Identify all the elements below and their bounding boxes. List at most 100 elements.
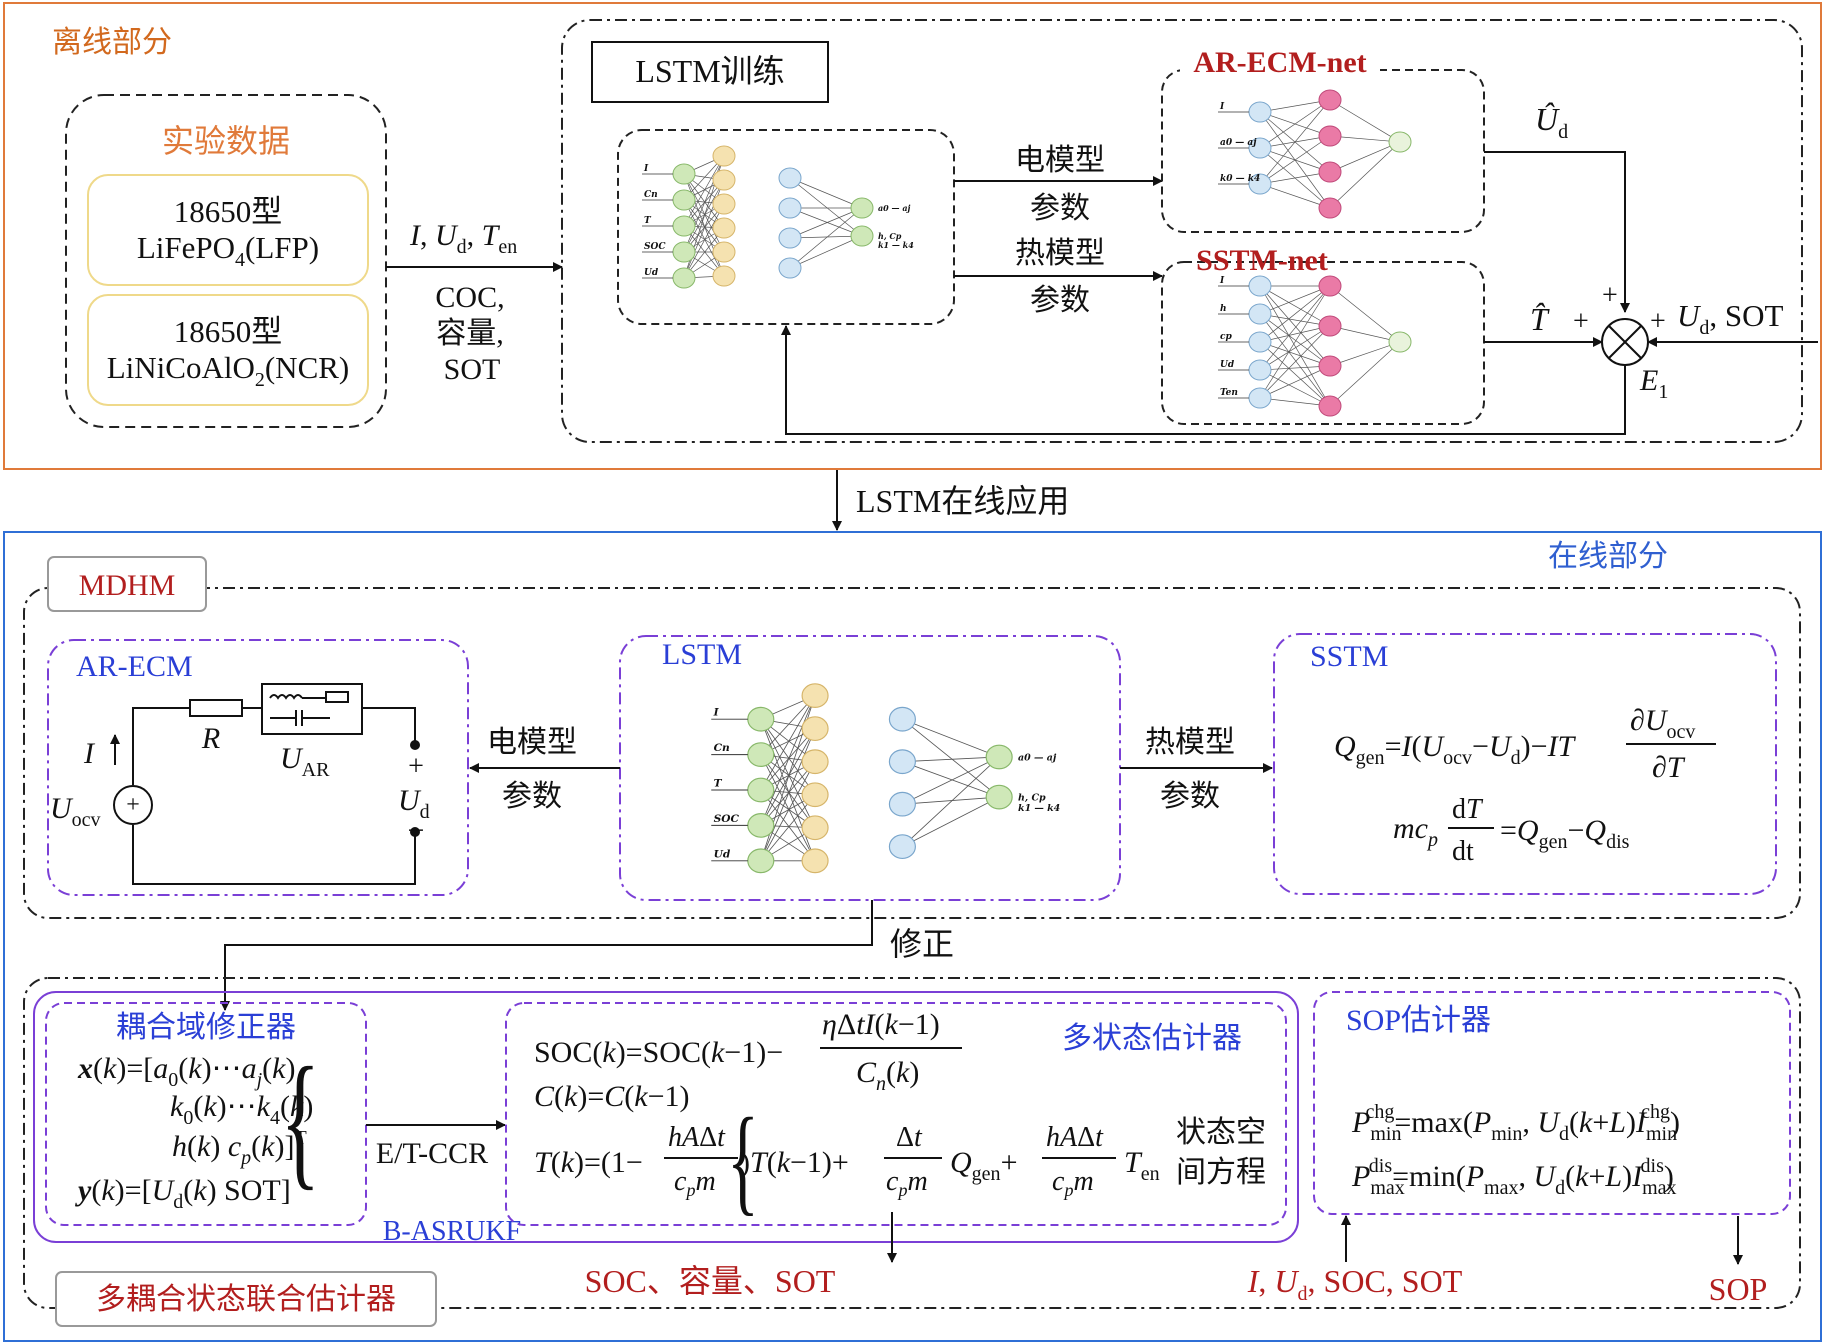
nn-node: [1318, 315, 1342, 337]
ud-hat-arrow: [1484, 151, 1630, 313]
resistor-label: R: [201, 722, 220, 755]
nn-edge: [1329, 341, 1401, 367]
circuit-wire-left: [132, 707, 190, 785]
sstm-heat-equation: Qgen=I(Uocv−Ud)−IT ∂Uocv ∂T: [1334, 704, 1716, 784]
nn-node: [1248, 359, 1272, 381]
mdhm-label: MDHM: [79, 569, 176, 602]
nn-node: [1318, 89, 1342, 111]
nn-node: [985, 784, 1013, 810]
resistor-r: [189, 699, 243, 717]
nn-node: [888, 749, 916, 775]
nn-edge: [1259, 325, 1331, 343]
nn-edge: [1259, 171, 1331, 185]
sum-plus-top: +: [1602, 280, 1618, 311]
nn-edge: [760, 789, 816, 862]
nn-node: [1318, 275, 1342, 297]
nn-input-label: a0 — aj: [1220, 138, 1257, 148]
nn-input-label: Ud: [644, 268, 659, 278]
nn-edge: [1329, 325, 1401, 343]
online-lstm-title: LSTM: [662, 638, 742, 671]
terminal-negative: [410, 827, 420, 837]
capacity-equation: C(k)=C(k−1): [534, 1080, 690, 1113]
terminal-plus-label: +: [408, 751, 424, 782]
ud-hat-label: Ûd: [1535, 101, 1568, 143]
nn-input-label: SOC: [644, 242, 666, 252]
nn-node: [1248, 275, 1272, 297]
input-signals-label: I, Ud, Ten: [409, 219, 517, 258]
source-plus: +: [126, 792, 140, 818]
nn-node: [747, 813, 775, 838]
equation-brace: {: [281, 1037, 321, 1203]
nn-output-label: k1 — k4: [878, 240, 914, 250]
nn-output-label: h, Cp: [878, 231, 902, 241]
nn-input-label: k0 — k4: [1220, 174, 1260, 184]
nn-edge: [902, 718, 1000, 798]
nn-edge: [1259, 365, 1331, 399]
nn-edge: [760, 761, 816, 826]
multi-state-estimator-title: 多状态估计器: [1062, 1022, 1242, 1055]
nn-edge: [789, 207, 863, 239]
nn-edge: [789, 235, 863, 269]
nn-node: [747, 742, 775, 767]
sop-output-label: SOP: [1709, 1271, 1768, 1307]
nn-node: [778, 197, 802, 219]
nn-edge: [902, 756, 1000, 805]
offline-section-label: 离线部分: [52, 26, 172, 59]
online-elec-param-label-1: 电模型: [487, 726, 577, 759]
nn-input-label: h: [1220, 304, 1227, 314]
nn-input-label: I: [643, 164, 649, 174]
svg-text:)T(k−1)+: )T(k−1)+: [740, 1146, 849, 1179]
nn-edge: [1259, 365, 1331, 371]
nn-edge: [760, 794, 816, 862]
nn-edge: [902, 796, 1000, 805]
sum-plus-left: +: [1573, 306, 1589, 337]
nn-edge: [1329, 341, 1401, 407]
nn-edge: [1259, 99, 1331, 185]
nn-edge: [902, 756, 1000, 763]
nn-output-label: h, Cp: [1018, 793, 1046, 804]
nn-node: [1248, 101, 1272, 123]
svg-text:Δt: Δt: [896, 1122, 923, 1153]
nn-node: [1248, 331, 1272, 353]
nn-input-label: Cn: [714, 741, 730, 754]
nn-edge: [760, 719, 816, 861]
nn-edge: [789, 177, 863, 237]
nn-node: [850, 197, 874, 219]
nn-node: [1318, 125, 1342, 147]
nn-input-label: cp: [1220, 332, 1232, 342]
nn-edge: [760, 728, 816, 861]
sop-inputs-label: I, Ud, SOC, SOT: [1247, 1263, 1463, 1305]
sstm-thermal-balance: mcp dT dt =Qgen−Qdis: [1393, 794, 1630, 867]
svg-text:h(k) cp(k)]T: h(k) cp(k)]T: [172, 1127, 307, 1169]
nn-node: [672, 189, 696, 211]
nn-node: [672, 163, 696, 185]
state-vector-x: x(k)=[a0(k)⋯aj(k) k0(k)⋯k4(k) h(k) cp(k)…: [77, 1052, 313, 1169]
nn-edge: [1259, 325, 1331, 399]
nn-edge: [760, 718, 816, 795]
temperature-equation: T(k)=(1− hAΔt cpm )T(k−1)+ Δt cpm Qgen+ …: [534, 1122, 1160, 1200]
nn-edge: [1259, 369, 1331, 407]
sstm-net-title: SSTM-net: [1196, 244, 1328, 277]
online-section-border: [3, 531, 1822, 1342]
ar-inner-resistor: [325, 691, 349, 703]
nn-edge: [1329, 141, 1401, 209]
nn-edge: [683, 203, 725, 279]
nn-edge: [1259, 285, 1331, 343]
nn-edge: [1329, 135, 1401, 143]
nn-node: [1318, 161, 1342, 183]
b-asrukf-box: [33, 991, 1299, 1243]
offline-section-border: [3, 2, 1822, 470]
input-capacity-label: 容量,: [436, 317, 504, 350]
svg-text:Qgen=I(Uocv−Ud)−IT: Qgen=I(Uocv−Ud)−IT: [1334, 730, 1577, 769]
nn-edge: [1259, 285, 1331, 399]
nn-edge: [760, 695, 816, 826]
nn-edge: [1259, 313, 1331, 407]
online-lstm-box: [619, 635, 1121, 901]
nn-input-label: Ud: [1220, 360, 1235, 370]
measurement-label: Ud, SOT: [1677, 298, 1784, 339]
nn-edge: [1259, 313, 1331, 327]
nn-edge: [902, 718, 1000, 758]
current-label: I: [83, 737, 96, 770]
